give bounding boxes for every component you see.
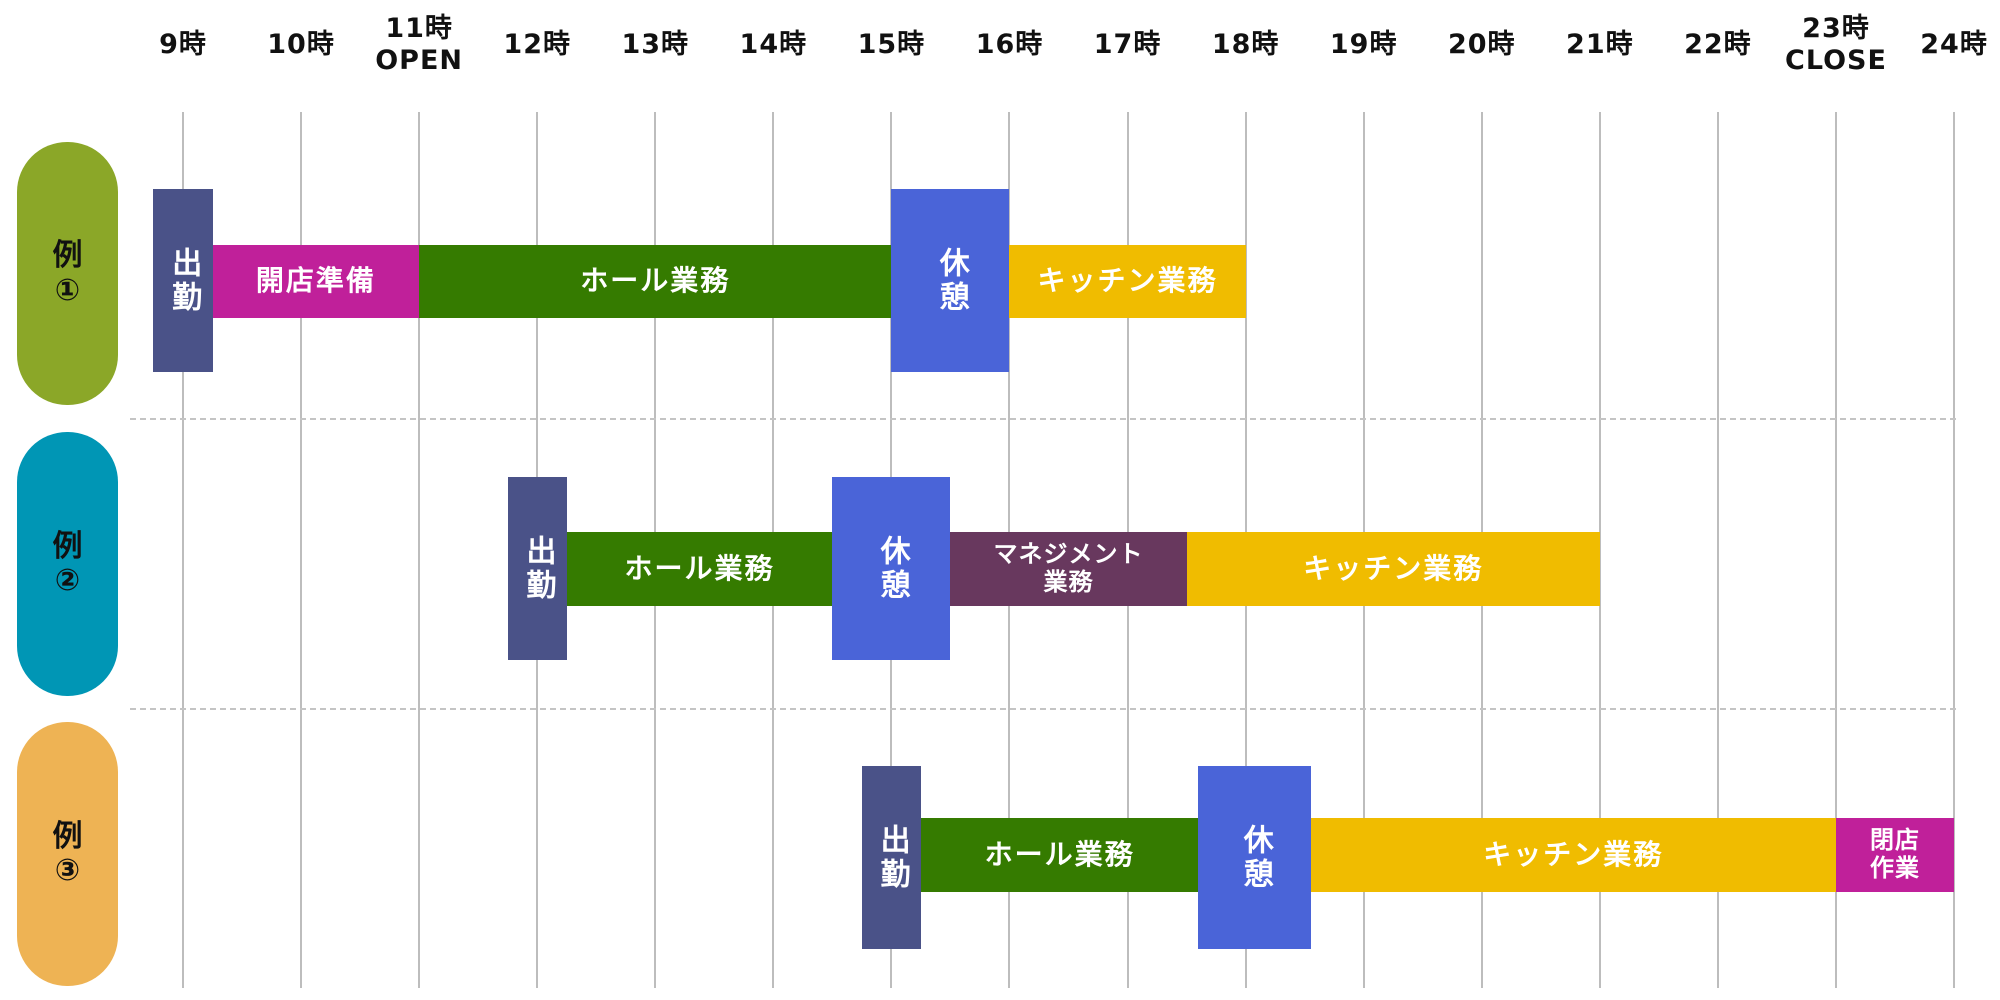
hour-label-text: 17時 [1093,28,1162,60]
row-label-text: 例 [52,818,83,854]
hour-label-19: 19時 [1309,0,1419,90]
hour-label-9: 9時 [128,0,238,90]
segment-label: 開店準備 [255,264,376,298]
hour-label-text: 11時 [385,12,453,44]
hour-label-text: 15時 [857,28,926,60]
gridline-11 [418,112,421,988]
hour-label-16: 16時 [954,0,1064,90]
segment-hall: ホール業務 [566,532,833,606]
hour-label-text: 14時 [739,28,808,60]
hour-label-21: 21時 [1545,0,1655,90]
gridline-24 [1953,112,1956,988]
hour-label-text: 9時 [159,28,207,60]
segment-label: 休憩 [933,246,969,315]
segment-break: 休憩 [1198,766,1311,949]
segment-label: 出勤 [166,246,202,315]
segment-kitchen: キッチン業務 [1009,245,1246,318]
hour-label-text: 22時 [1684,28,1752,60]
hour-label-18: 18時 [1191,0,1301,90]
hour-label-text: 18時 [1211,28,1280,60]
hour-label-sub: OPEN [375,45,464,76]
hour-label-20: 20時 [1427,0,1537,90]
hour-label-text: 21時 [1566,28,1634,60]
segment-kitchen: キッチン業務 [1310,818,1836,892]
hour-label-10: 10時 [246,0,356,90]
row-label-number: ③ [54,853,81,888]
hour-label-text: 19時 [1329,28,1398,60]
segment-attendance: 出勤 [861,766,921,949]
hour-label-13: 13時 [600,0,710,90]
segment-label: 出勤 [874,823,910,892]
segment-closing: 閉店 作業 [1835,818,1955,892]
gridline-22 [1716,112,1719,988]
gridline-9 [182,112,184,988]
hour-label-15: 15時 [836,0,946,90]
hour-label-text: 20時 [1447,28,1516,60]
segment-label: キッチン業務 [1303,551,1484,585]
hour-label-12: 12時 [482,0,592,90]
hour-label-text: 12時 [503,28,571,60]
row-label-number: ② [54,563,81,598]
hour-label-text: 24時 [1920,28,1988,60]
hour-label-17: 17時 [1073,0,1183,90]
segment-attendance: 出勤 [507,477,567,660]
hour-label-24: 24時 [1899,0,2000,90]
row-label-text: 例 [52,528,83,564]
row-separator [130,418,1956,420]
segment-label: キッチン業務 [1483,837,1664,871]
hour-label-text: 16時 [975,28,1044,60]
hour-label-text: 13時 [621,28,690,60]
segment-label: 休憩 [874,534,910,603]
segment-kitchen: キッチン業務 [1186,532,1600,606]
gridline-23 [1834,112,1837,988]
hour-label-text: 10時 [267,28,335,60]
segment-hall: ホール業務 [419,245,892,318]
row-label-text: 例 [52,238,83,273]
segment-label: 休憩 [1237,823,1273,892]
segment-label: ホール業務 [984,837,1135,871]
gridline-10 [300,112,303,988]
segment-hall: ホール業務 [920,818,1199,892]
segment-break: 休憩 [832,477,951,660]
segment-attendance: 出勤 [153,189,213,372]
segment-label: 出勤 [520,534,556,603]
segment-label: ホール業務 [580,264,731,298]
row-separator [130,708,1956,710]
segment-management: マネジメント 業務 [950,532,1187,606]
hour-label-22: 22時 [1663,0,1773,90]
hour-label-14: 14時 [718,0,828,90]
hour-label-sub: CLOSE [1785,45,1887,76]
hour-label-text: 23時 [1802,12,1870,44]
segment-break: 休憩 [891,189,1010,372]
segment-opening: 開店準備 [212,245,420,318]
segment-label: 閉店 作業 [1870,826,1920,882]
gridline-21 [1598,112,1601,988]
segment-label: キッチン業務 [1037,264,1218,298]
segment-label: ホール業務 [624,551,775,585]
row-label-number: ① [54,272,81,308]
segment-label: マネジメント 業務 [993,540,1144,596]
